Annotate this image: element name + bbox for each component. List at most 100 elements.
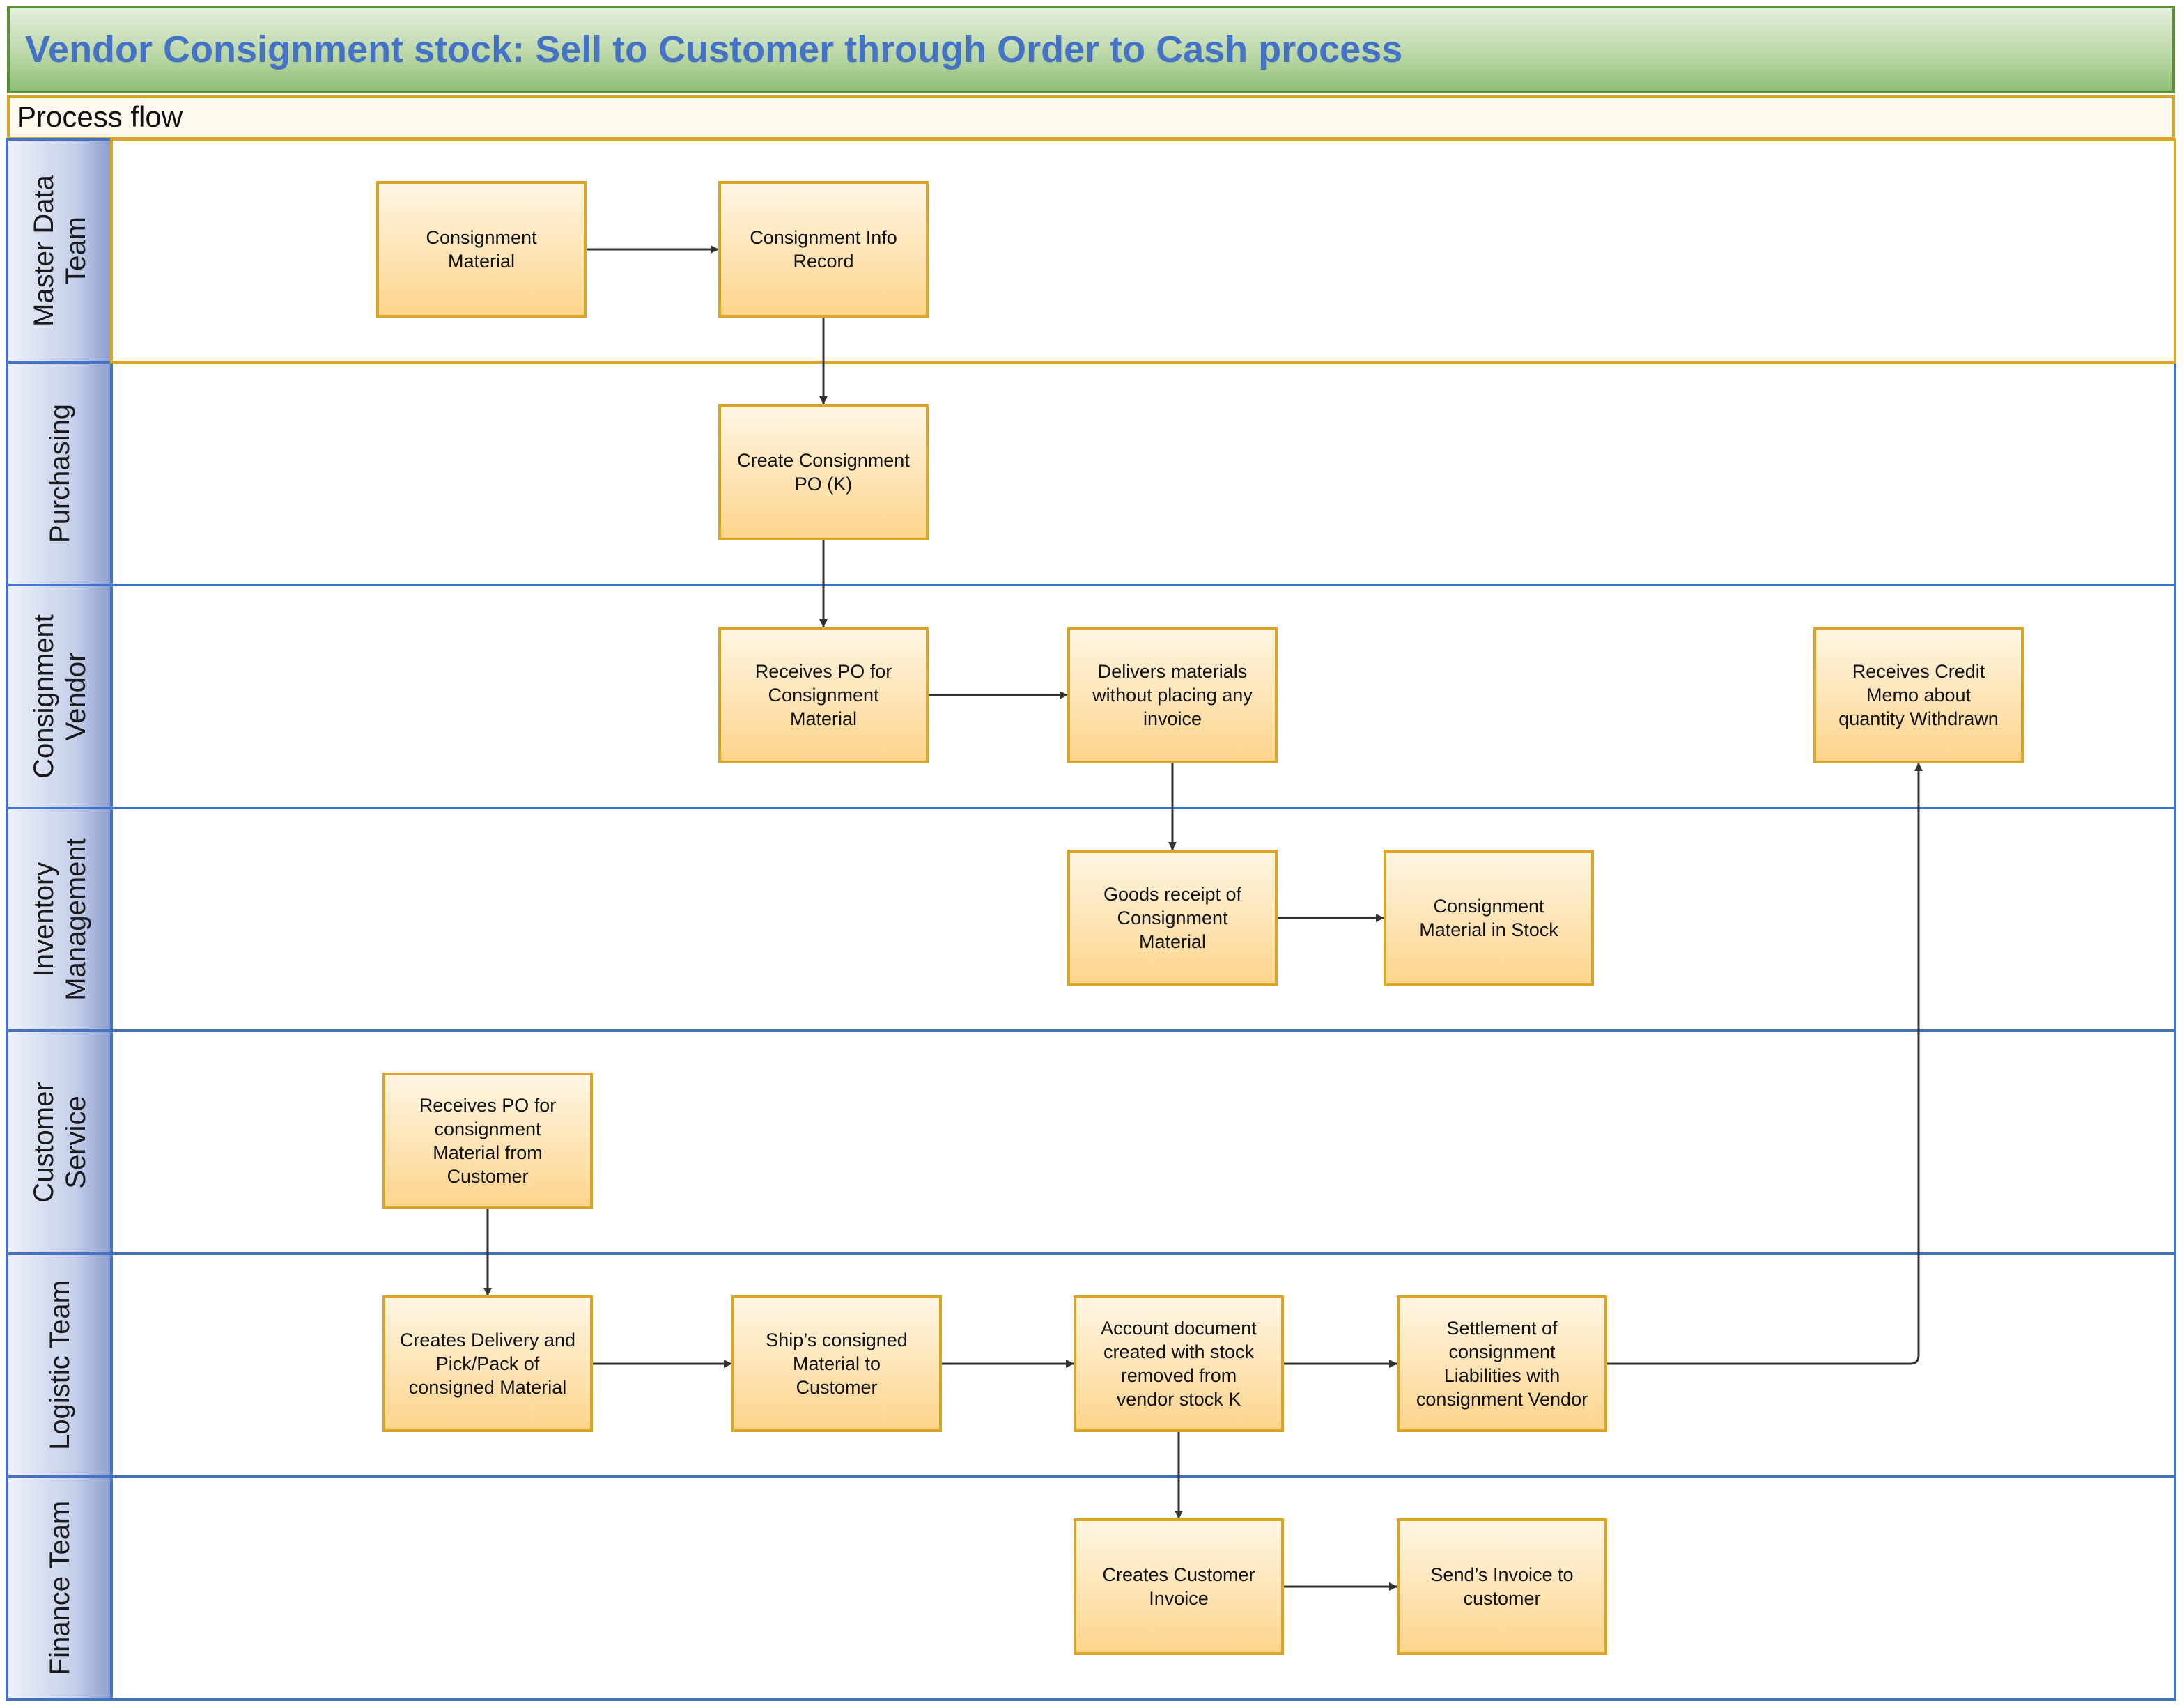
process-box-shape xyxy=(1067,850,1278,986)
lane-header xyxy=(6,138,113,364)
lane-label-line: Consignment xyxy=(29,614,59,779)
process-box-label-line: Delivers materials xyxy=(1098,661,1248,682)
lane-label: Master DataTeam xyxy=(29,174,91,327)
process-box-label-line: Account document xyxy=(1101,1318,1257,1339)
process-box-label-line: Material in Stock xyxy=(1419,919,1558,940)
lane-customer-service: CustomerService xyxy=(6,1029,2176,1255)
process-box-label-line: removed from xyxy=(1121,1365,1237,1386)
lane-purchasing: Purchasing xyxy=(6,361,2176,586)
process-box-label-line: Customer xyxy=(796,1377,877,1398)
process-box-label-line: Consignment xyxy=(1433,896,1544,917)
lane-master-data: Master DataTeam xyxy=(6,138,2176,364)
process-box-label-line: Consignment Info xyxy=(750,227,897,248)
lane-label-line: Inventory xyxy=(29,862,59,977)
arrow-settlement-to-receives-credit-memo xyxy=(1606,763,1923,1365)
process-box-label-line: Settlement of xyxy=(1446,1318,1558,1339)
process-box-label-line: Material to xyxy=(793,1353,881,1374)
process-box-shape xyxy=(718,627,929,763)
lane-header xyxy=(6,584,113,809)
process-box-label-line: Customer xyxy=(447,1166,528,1187)
process-box-label-line: Goods receipt of xyxy=(1103,884,1242,905)
process-box-label-line: Record xyxy=(793,251,853,272)
process-box-label-line: Material xyxy=(1139,931,1206,952)
process-box-shape xyxy=(376,181,587,318)
lane-label-line: Customer xyxy=(29,1082,59,1202)
lane-label-line: Finance Team xyxy=(45,1501,75,1676)
process-box-label-line: Send’s Invoice to xyxy=(1430,1564,1573,1585)
process-box-shape xyxy=(1384,850,1594,986)
lane-header xyxy=(6,1475,113,1701)
process-box-label-line: Receives PO for xyxy=(419,1095,557,1116)
lane-body xyxy=(6,361,2176,586)
process-box-label-line: Material xyxy=(448,251,515,272)
process-box-label-line: Consignment xyxy=(426,227,537,248)
process-box-label-line: consignment xyxy=(434,1119,541,1139)
process-box-shape xyxy=(1074,1295,1284,1432)
process-box-label-line: Consignment xyxy=(1117,908,1228,928)
lane-header xyxy=(6,1252,113,1478)
process-box-label-line: consigned Material xyxy=(409,1377,567,1398)
lane-highlight xyxy=(110,138,2176,364)
process-box-shape xyxy=(1397,1295,1607,1432)
process-box-label-line: customer xyxy=(1463,1588,1540,1609)
title-bar: Vendor Consignment stock: Sell to Custom… xyxy=(7,6,2175,93)
lane-body xyxy=(6,1029,2176,1255)
process-box-label-line: Liabilities with xyxy=(1444,1365,1560,1386)
process-box-label-line: Creates Customer xyxy=(1102,1564,1255,1585)
lane-label: Finance Team xyxy=(45,1501,75,1676)
process-box-label-line: invoice xyxy=(1143,708,1202,729)
process-box-label-line: Memo about xyxy=(1866,685,1972,706)
process-box-sends-invoice: Send’s Invoice to customer xyxy=(1397,1518,1607,1655)
lane-label: Purchasing xyxy=(45,404,75,543)
process-box-label-line: Ship’s consigned xyxy=(766,1330,908,1350)
process-box-label-line: Receives PO for xyxy=(755,661,892,682)
process-box-label-line: Creates Delivery and xyxy=(400,1330,575,1350)
process-box-label-line: without placing any xyxy=(1092,685,1253,706)
process-box-shape xyxy=(1067,627,1278,763)
lane-label-line: Logistic Team xyxy=(45,1280,75,1450)
process-box-shape xyxy=(382,1073,593,1209)
lane-header xyxy=(6,1029,113,1255)
lane-label: InventoryManagement xyxy=(29,838,91,1000)
process-box-shape xyxy=(1074,1518,1284,1655)
process-box-label-line: Pick/Pack of xyxy=(436,1353,540,1374)
process-box-label-line: consignment xyxy=(1448,1341,1556,1362)
process-box-label-line: consignment Vendor xyxy=(1416,1389,1588,1410)
page-title: Vendor Consignment stock: Sell to Custom… xyxy=(25,29,1403,70)
process-box-label-line: Material xyxy=(790,708,857,729)
process-box-label-line: quantity Withdrawn xyxy=(1838,708,1999,729)
lane-label: Logistic Team xyxy=(45,1280,75,1450)
page-subtitle: Process flow xyxy=(17,100,183,133)
process-box-label-line: vendor stock K xyxy=(1117,1389,1241,1410)
lane-header xyxy=(6,807,113,1032)
process-box-label-line: Receives Credit xyxy=(1852,661,1985,682)
lane-label-line: Purchasing xyxy=(45,404,75,543)
process-box-label-line: Material from xyxy=(433,1142,543,1163)
process-box-shape xyxy=(731,1295,942,1432)
